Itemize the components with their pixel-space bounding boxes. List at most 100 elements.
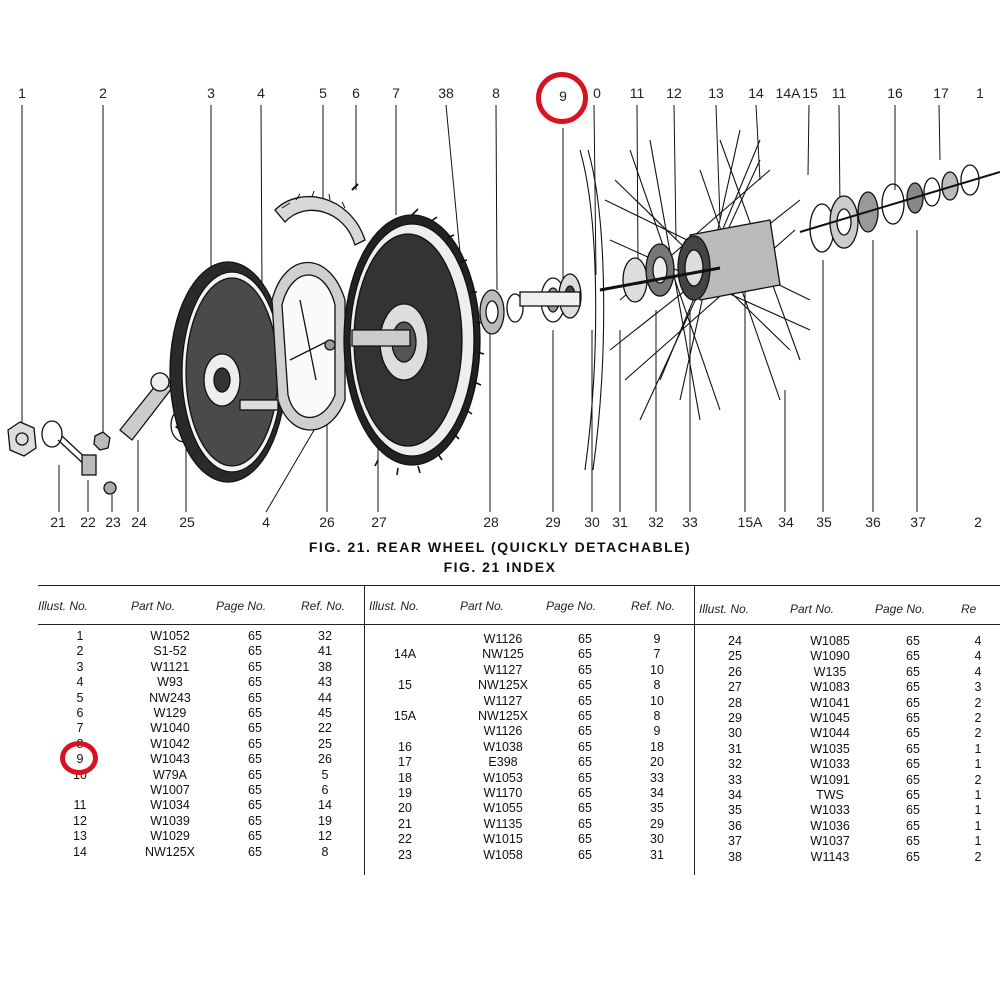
- cell-part: W1091: [810, 772, 850, 787]
- callout-24: 24: [131, 514, 147, 530]
- cell-illus: 17: [398, 755, 412, 770]
- cell-page: 65: [248, 844, 262, 859]
- cell-page: 65: [578, 678, 592, 693]
- cell-ref: 38: [318, 659, 332, 674]
- cell-illus: 30: [728, 726, 742, 741]
- cell-part: W1043: [150, 752, 190, 767]
- callout-15: 15: [802, 85, 818, 101]
- callout-17: 17: [933, 85, 949, 101]
- cell-illus: 38: [728, 849, 742, 864]
- cell-page: 65: [248, 767, 262, 782]
- callout-5: 5: [319, 85, 327, 101]
- cell-page: 65: [578, 847, 592, 862]
- callout-12: 12: [666, 85, 682, 101]
- cell-part: W93: [157, 675, 183, 690]
- cell-illus: 14: [73, 844, 87, 859]
- cell-page: 65: [906, 726, 920, 741]
- cell-part: W1055: [483, 801, 523, 816]
- cell-part: W1143: [810, 849, 850, 864]
- highlight-circle-index: [60, 741, 98, 775]
- cell-ref: 1: [974, 818, 982, 833]
- callout-36: 36: [865, 514, 881, 530]
- header-page-1: Page No.: [216, 599, 267, 613]
- cell-ref: 33: [650, 770, 664, 785]
- cell-page: 65: [578, 755, 592, 770]
- cell-ref: 4: [974, 634, 982, 648]
- cell-page: 65: [578, 647, 592, 662]
- cell-illus: 16: [398, 739, 412, 754]
- cell-ref: 41: [318, 644, 332, 659]
- callout-3: 3: [207, 85, 215, 101]
- cell-part: W1121: [150, 659, 190, 674]
- cell-illus: 18: [398, 770, 412, 785]
- cell-ref: 2: [974, 772, 982, 787]
- cell-illus: 35: [728, 803, 742, 818]
- cell-page: 65: [578, 770, 592, 785]
- cell-part: W1127: [483, 662, 523, 677]
- cell-illus: 31: [728, 741, 742, 756]
- cell-part: W1083: [810, 680, 850, 695]
- cell-page: 65: [248, 629, 262, 643]
- callout-4b: 4: [262, 514, 270, 530]
- callout-7: 7: [392, 85, 400, 101]
- callout-38: 38: [438, 85, 454, 101]
- cell-page: 65: [248, 783, 262, 797]
- cell-ref: 1: [974, 834, 982, 849]
- callout-25: 25: [179, 514, 195, 530]
- cell-part: NW125X: [144, 844, 196, 859]
- cell-part: W1034: [150, 798, 190, 813]
- cell-part: W135: [813, 664, 847, 679]
- cell-part: TWS: [816, 788, 844, 802]
- wheel-hub: [599, 219, 781, 303]
- cell-ref: 2: [974, 849, 982, 864]
- callout-30: 30: [584, 514, 600, 530]
- header-illus-1: Illust. No.: [38, 599, 89, 613]
- index-title: FIG. 21 INDEX: [443, 559, 557, 575]
- header-part-3: Part No.: [790, 602, 835, 616]
- callout-26: 26: [319, 514, 335, 530]
- cell-ref: 14: [318, 798, 332, 813]
- cell-ref: 3: [974, 680, 982, 695]
- cell-illus: 37: [728, 834, 742, 849]
- callout-16: 16: [887, 85, 903, 101]
- bearing-28: [479, 289, 524, 335]
- cell-page: 65: [906, 772, 920, 787]
- cell-page: 65: [578, 801, 592, 816]
- wheel-nut: [7, 421, 37, 457]
- callout-29: 29: [545, 514, 561, 530]
- cell-illus: 15: [398, 678, 412, 693]
- cell-part: W1015: [483, 832, 523, 847]
- cell-ref: 31: [650, 847, 664, 862]
- cell-part: W1090: [810, 649, 850, 664]
- cell-ref: 10: [650, 662, 664, 677]
- cell-ref: 1: [974, 741, 982, 756]
- cell-ref: 44: [318, 690, 332, 705]
- cell-page: 65: [248, 798, 262, 813]
- cell-page: 65: [248, 813, 262, 828]
- callout-28: 28: [483, 514, 499, 530]
- cell-part: W1036: [810, 818, 850, 833]
- cell-illus: 28: [728, 695, 742, 710]
- cell-page: 65: [906, 834, 920, 849]
- cell-illus: 25: [728, 649, 742, 664]
- cell-page: 65: [906, 634, 920, 648]
- cell-ref: 30: [650, 832, 664, 847]
- cell-illus: 21: [398, 816, 412, 831]
- cell-ref: 22: [318, 721, 332, 736]
- header-page-3: Page No.: [875, 602, 926, 616]
- cell-illus: 32: [728, 757, 742, 772]
- cell-ref: 8: [653, 709, 661, 723]
- callout-14: 14: [748, 85, 764, 101]
- cell-illus: 23: [398, 847, 412, 862]
- cell-page: 65: [578, 693, 592, 708]
- brake-lining: [274, 183, 366, 246]
- header-part-1: Part No.: [131, 599, 176, 613]
- callout-34: 34: [778, 514, 794, 530]
- cell-page: 65: [578, 662, 592, 677]
- cell-page: 65: [578, 724, 592, 739]
- cell-part: W1045: [810, 711, 850, 725]
- cell-part: W1126: [483, 632, 523, 646]
- header-illus-2: Illust. No.: [369, 599, 420, 613]
- cell-illus: 15A: [393, 709, 417, 723]
- cell-part: W1035: [810, 741, 850, 756]
